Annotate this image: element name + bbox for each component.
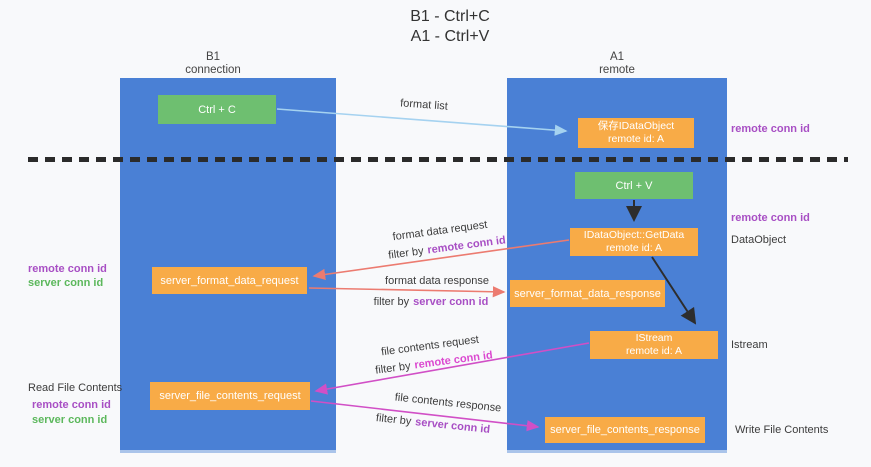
annotation-server-conn-id-left-bottom: server conn id <box>32 414 108 426</box>
lifeline-b1-name: B1 <box>205 51 221 63</box>
diagram-title: B1 - Ctrl+C A1 - Ctrl+V <box>330 7 570 47</box>
save-dataobject-line1: 保存IDataObject <box>597 119 675 132</box>
annotation-remote-conn-id-mid-right: remote conn id <box>731 212 810 224</box>
save-dataobject-line2: remote id: A <box>607 133 665 145</box>
server-file-contents-response-box: server_file_contents_response <box>545 417 705 443</box>
ctrl-v-label: Ctrl + V <box>615 179 653 192</box>
istream-box: IStream remote id: A <box>590 331 718 359</box>
annotation-remote-conn-id-left-top: remote conn id <box>28 263 107 275</box>
save-dataobject-box: 保存IDataObject remote id: A <box>578 118 694 148</box>
file-contents-response-message-label: file contents response <box>394 391 502 415</box>
filter-by-text: filter by <box>387 245 425 262</box>
title-line-1: B1 - Ctrl+C <box>410 8 490 25</box>
ctrl-c-box: Ctrl + C <box>158 95 276 124</box>
server-conn-id-value: server conn id <box>413 296 489 308</box>
format-data-response-message-label: format data response <box>385 275 489 287</box>
getdata-line1: IDataObject::GetData <box>583 228 685 241</box>
server-format-data-response-box: server_format_data_response <box>510 280 665 307</box>
lifeline-header-a1: A1 remote <box>547 51 687 77</box>
lifeline-header-b1: B1 connection <box>143 51 283 77</box>
server-conn-id-value: server conn id <box>414 416 491 436</box>
annotation-istream: Istream <box>731 339 768 351</box>
lifeline-a1-role: remote <box>599 64 635 76</box>
server-file-contents-request-label: server_file_contents_request <box>159 390 301 402</box>
ctrl-c-label: Ctrl + C <box>198 103 236 116</box>
remote-conn-id-value: remote conn id <box>426 234 507 257</box>
annotation-remote-conn-id-top-right: remote conn id <box>731 123 810 135</box>
session-divider-dashed-line <box>28 157 848 162</box>
title-line-2: A1 - Ctrl+V <box>410 28 490 45</box>
filter-by-text: filter by <box>375 412 412 428</box>
filter-by-text: filter by <box>373 296 410 308</box>
format-data-response-arrow <box>308 286 506 298</box>
annotation-remote-conn-id-left-bottom: remote conn id <box>32 399 111 411</box>
annotation-read-file-contents: Read File Contents <box>28 382 123 394</box>
server-format-data-response-label: server_format_data_response <box>514 287 661 300</box>
annotation-server-conn-id-left-top: server conn id <box>28 277 104 289</box>
server-format-data-request-label: server_format_data_request <box>160 274 299 287</box>
remote-conn-id-value: remote conn id <box>413 349 494 372</box>
annotation-dataobject: DataObject <box>731 234 787 246</box>
lifeline-a1-name: A1 <box>609 51 625 63</box>
filter-by-text: filter by <box>374 360 412 377</box>
istream-line2: remote id: A <box>625 345 683 357</box>
annotation-write-file-contents: Write File Contents <box>735 424 829 436</box>
istream-line1: IStream <box>635 331 673 344</box>
getdata-box: IDataObject::GetData remote id: A <box>570 228 698 256</box>
server-file-contents-response-label: server_file_contents_response <box>550 424 700 436</box>
getdata-line2: remote id: A <box>605 242 663 254</box>
server-format-data-request-box: server_format_data_request <box>152 267 307 294</box>
lifeline-b1-role: connection <box>185 64 241 76</box>
format-list-message-label: format list <box>399 97 449 113</box>
server-file-contents-request-box: server_file_contents_request <box>150 382 310 410</box>
ctrl-v-box: Ctrl + V <box>575 172 693 199</box>
